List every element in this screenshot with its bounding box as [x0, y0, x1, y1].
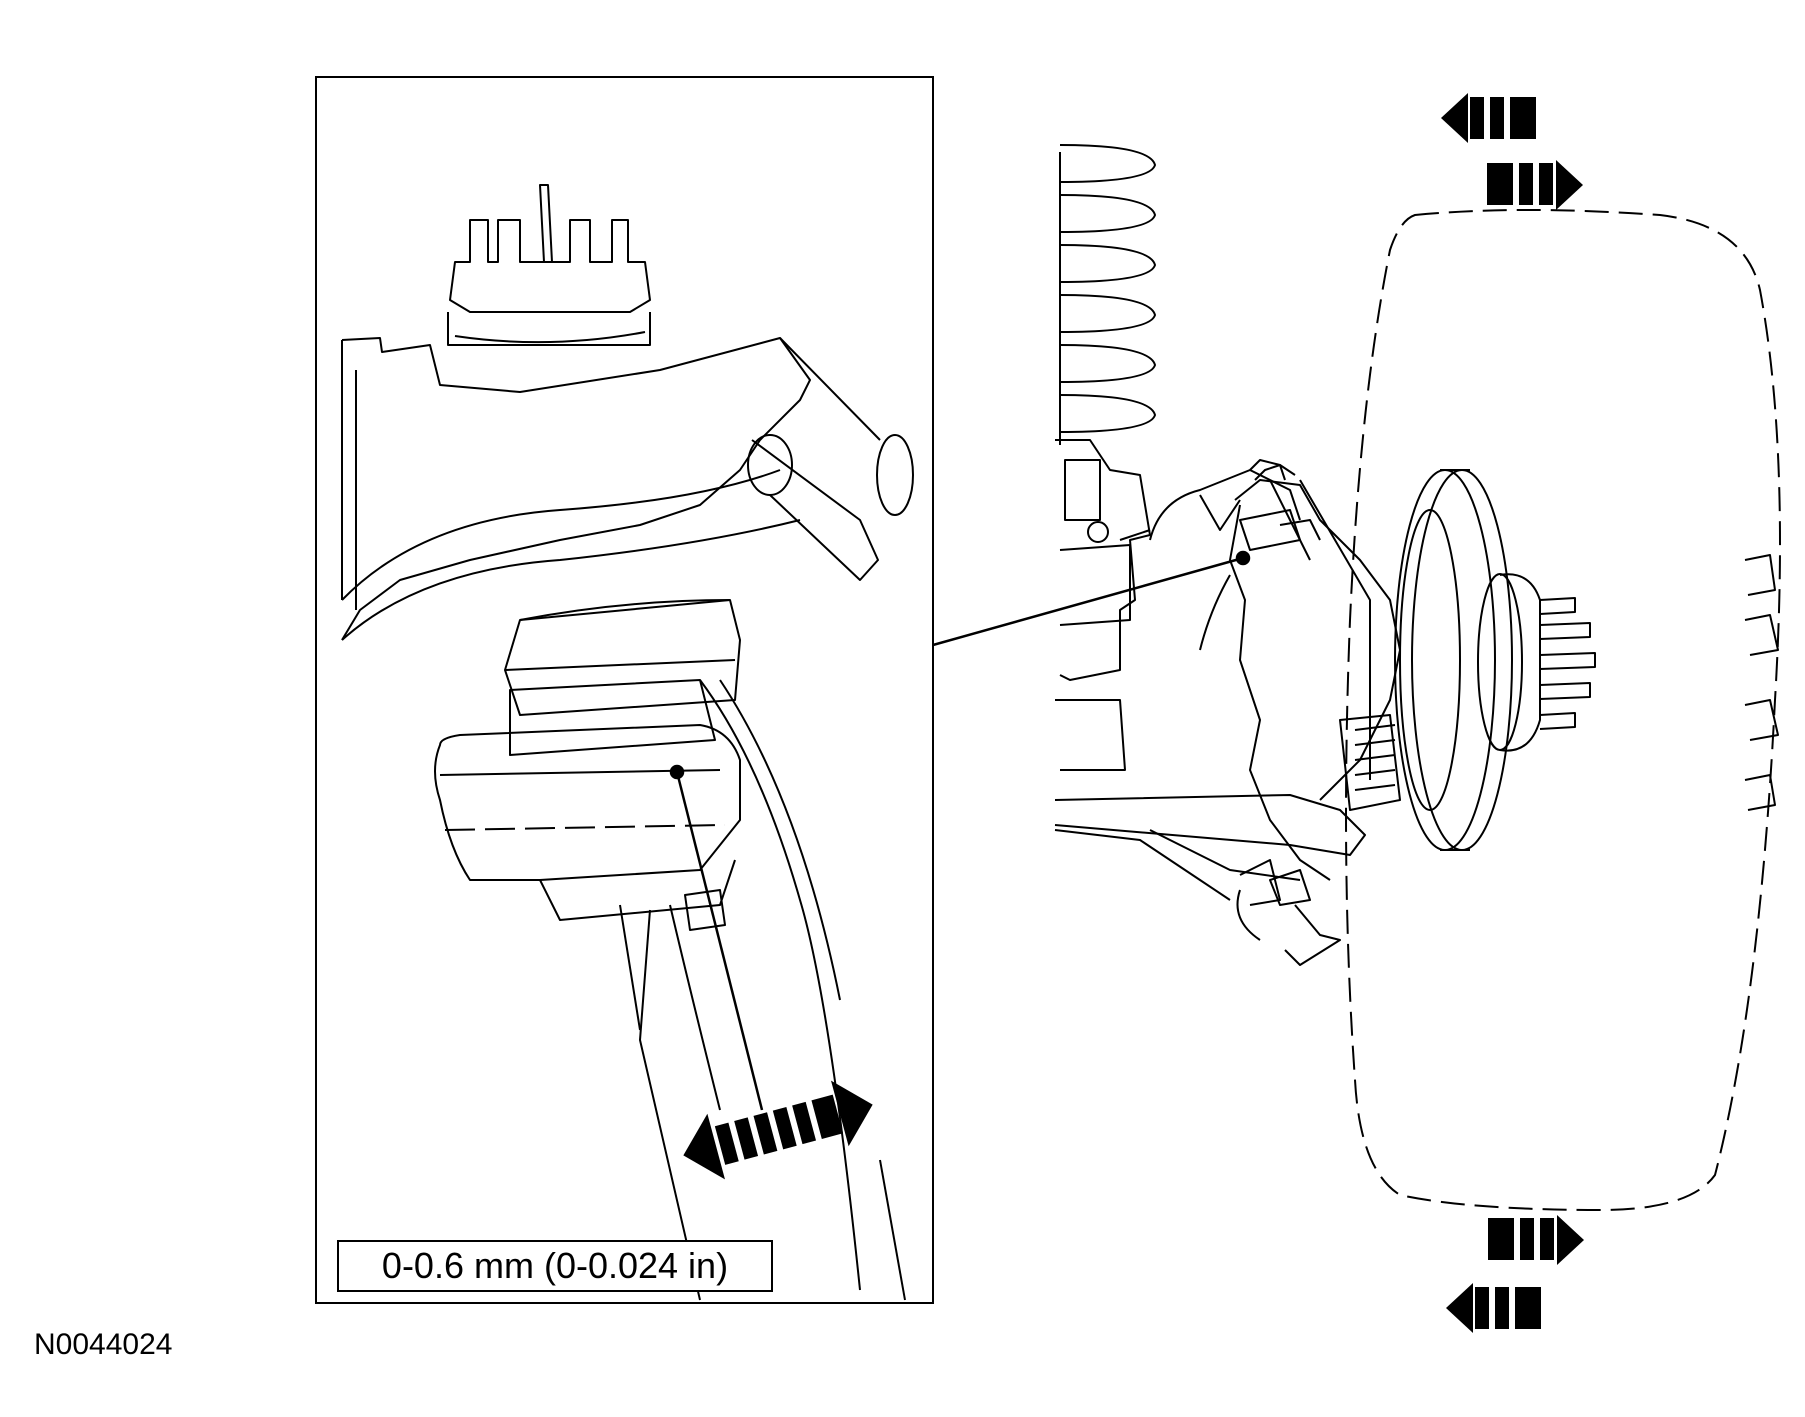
double-arrow-icon: [683, 1080, 873, 1180]
ball-joint-illustration: [341, 184, 914, 1301]
tire-outline: [1345, 209, 1781, 1212]
right-arrow-icon: [1488, 1215, 1584, 1265]
clearance-spec-label: 0-0.6 mm (0-0.024 in): [337, 1240, 773, 1292]
figure-id: N0044024: [34, 1328, 173, 1361]
left-arrow-icon: [1446, 1283, 1541, 1333]
wheel-hub-illustration: [1054, 439, 1779, 966]
right-arrow-icon: [1487, 160, 1583, 210]
detail-inset-frame: [315, 76, 934, 1304]
callout-leaders: [669, 550, 1251, 1111]
coil-spring-illustration: [1059, 144, 1157, 445]
left-arrow-icon: [1441, 93, 1536, 143]
